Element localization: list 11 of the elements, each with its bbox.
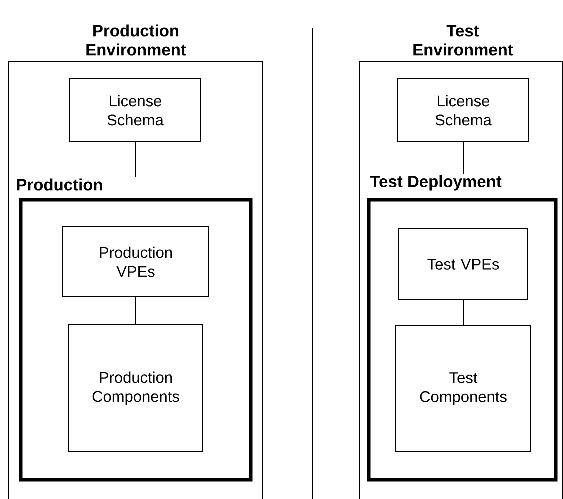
process-box: Test Components [396,326,532,452]
node-label: Production [17,178,102,191]
process-box: Production VPEs [62,226,210,298]
connector-line [463,300,464,326]
process-box: Production Components [68,324,204,452]
connector-line [135,142,136,178]
process-box: License Schema [70,78,202,142]
node-label: Test Deployment [370,175,502,191]
process-box: License Schema [398,78,530,142]
connector-line [463,142,464,175]
process-box: Test VPEs [398,228,528,300]
